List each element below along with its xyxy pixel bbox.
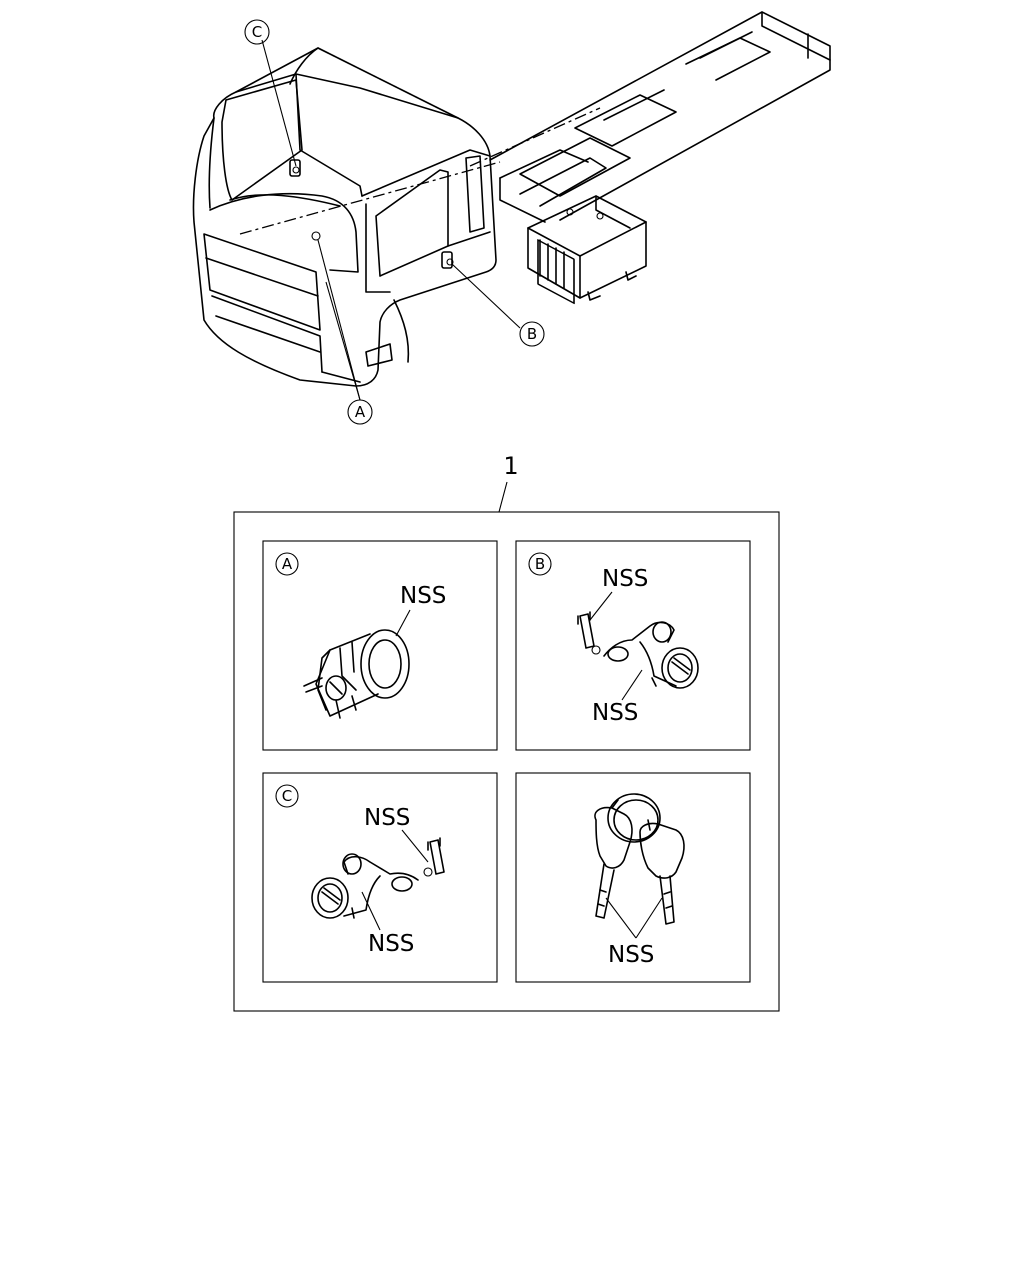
callout-c: C [244, 19, 270, 45]
panel-a: A NSS [262, 540, 498, 751]
panel-b-letter: B [535, 555, 545, 573]
assembly-frame [233, 511, 780, 1012]
key-set-part [594, 793, 685, 925]
callout-c-label: C [252, 23, 262, 41]
door-lock-cylinder-b-part [577, 611, 699, 689]
assembly-leader [498, 481, 508, 513]
callout-a: A [347, 399, 373, 425]
leader-a-2 [325, 281, 361, 401]
panel-b-nss-top: NSS [602, 566, 648, 592]
ignition-lock-cylinder-part [303, 629, 410, 719]
panel-b: B NSS NSS [515, 540, 751, 751]
callout-b-label: B [527, 325, 537, 343]
panel-c-leader-bottom [361, 891, 381, 931]
panel-keys-leader-2 [635, 897, 663, 939]
door-lock-c-marker [292, 166, 300, 174]
leader-b [451, 263, 521, 329]
door-lock-b-marker [446, 258, 454, 266]
door-lock-cylinder-c-part [311, 837, 445, 919]
panel-a-nss: NSS [400, 583, 446, 609]
panel-keys-leader-1 [605, 897, 637, 939]
panel-a-letter: A [282, 555, 293, 573]
panel-keys: NSS [515, 772, 751, 983]
leader-a-1 [317, 239, 361, 401]
callout-a-label: A [355, 403, 366, 421]
chassis-frame [489, 11, 831, 223]
battery-box [527, 195, 647, 305]
panel-c-leader-top [401, 829, 429, 863]
ignition-lock-a-marker [311, 231, 321, 241]
panel-c-nss-bottom: NSS [368, 931, 414, 957]
cab-body [192, 47, 497, 387]
panel-a-leader [395, 609, 411, 637]
leader-c [261, 39, 297, 167]
truck-illustration [192, 11, 831, 401]
panel-c-letter: C [282, 787, 292, 805]
panel-keys-nss: NSS [608, 942, 654, 968]
panel-c: C NSS NSS [262, 772, 498, 983]
panel-b-nss-bottom: NSS [592, 700, 638, 726]
callout-b: B [519, 321, 545, 347]
panel-b-leader-bottom [621, 669, 643, 701]
panel-c-nss-top: NSS [364, 805, 410, 831]
assembly-number: 1 [503, 452, 518, 480]
panel-b-leader-top [589, 591, 613, 621]
